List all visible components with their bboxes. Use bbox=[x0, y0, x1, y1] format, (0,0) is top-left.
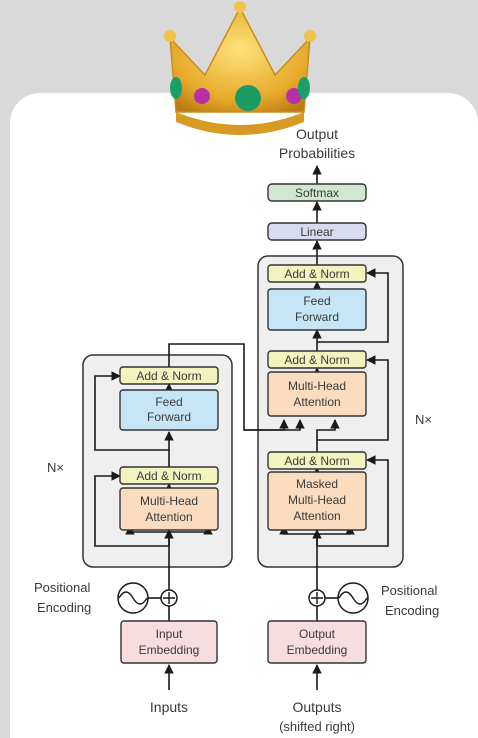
linear-label: Linear bbox=[300, 225, 333, 239]
decoder-add-norm-top-label: Add & Norm bbox=[284, 267, 349, 281]
encoder-attention-label-2: Attention bbox=[145, 510, 192, 524]
output-probabilities-label-1: Output bbox=[296, 126, 338, 142]
decoder-add-norm-bottom-label: Add & Norm bbox=[284, 454, 349, 468]
output-probabilities-label-2: Probabilities bbox=[279, 145, 355, 161]
softmax-layer bbox=[267, 183, 367, 202]
decoder-feed-forward bbox=[267, 288, 367, 331]
crown-icon bbox=[164, 1, 316, 135]
encoder-sine-wave bbox=[118, 591, 148, 605]
softmax-label: Softmax bbox=[295, 186, 339, 200]
encoder-feed-forward-label-1: Feed bbox=[155, 395, 182, 409]
encoder-attention-label-1: Multi-Head bbox=[140, 494, 198, 508]
encoder-add-norm-top-label: Add & Norm bbox=[136, 369, 201, 383]
encoder-feed-forward bbox=[119, 389, 219, 431]
encoder-repeat-label: N× bbox=[47, 460, 64, 475]
decoder-cross-attention-label-1: Multi-Head bbox=[288, 379, 346, 393]
encoder-add-norm-bottom-label: Add & Norm bbox=[136, 469, 201, 483]
encoder-attention bbox=[119, 487, 219, 531]
decoder-add-norm-bottom bbox=[267, 451, 367, 470]
inputs-label: Inputs bbox=[150, 699, 188, 715]
encoder-stack bbox=[82, 354, 233, 568]
output-embedding-label-1: Output bbox=[299, 627, 336, 641]
output-embedding-label-2: Embedding bbox=[287, 643, 348, 657]
encoder-add-plus bbox=[163, 592, 175, 604]
decoder-feed-forward-label-1: Feed bbox=[303, 294, 330, 308]
decoder-sine-wave bbox=[338, 591, 368, 605]
input-embedding-label-1: Input bbox=[156, 627, 183, 641]
encoder-positional-label-2: Encoding bbox=[37, 600, 91, 615]
decoder-positional-label-1: Positional bbox=[381, 583, 437, 598]
decoder-positional-label-2: Encoding bbox=[385, 603, 439, 618]
input-embedding bbox=[120, 620, 218, 664]
decoder-add-norm-top bbox=[267, 264, 367, 283]
encoder-positional-label-1: Positional bbox=[34, 580, 90, 595]
encoder-add-norm-bottom bbox=[119, 466, 219, 485]
output-embedding bbox=[267, 620, 367, 664]
decoder-masked-label-2: Multi-Head bbox=[288, 493, 346, 507]
decoder-masked-label-3: Attention bbox=[293, 509, 340, 523]
encoder-add-norm-top bbox=[119, 366, 219, 385]
decoder-add-plus bbox=[311, 592, 323, 604]
outputs-shifted-label: (shifted right) bbox=[279, 719, 355, 734]
decoder-cross-attention bbox=[267, 371, 367, 417]
decoder-add-norm-middle-label: Add & Norm bbox=[284, 353, 349, 367]
decoder-add-norm-middle bbox=[267, 350, 367, 369]
input-embedding-label-2: Embedding bbox=[139, 643, 200, 657]
decoder-masked-attention bbox=[267, 471, 367, 531]
encoder-feed-forward-label-2: Forward bbox=[147, 410, 191, 424]
decoder-feed-forward-label-2: Forward bbox=[295, 310, 339, 324]
decoder-masked-label-1: Masked bbox=[296, 477, 338, 491]
decoder-repeat-label: N× bbox=[415, 412, 432, 427]
outputs-label: Outputs bbox=[292, 699, 341, 715]
linear-layer bbox=[267, 222, 367, 241]
decoder-cross-attention-label-2: Attention bbox=[293, 395, 340, 409]
